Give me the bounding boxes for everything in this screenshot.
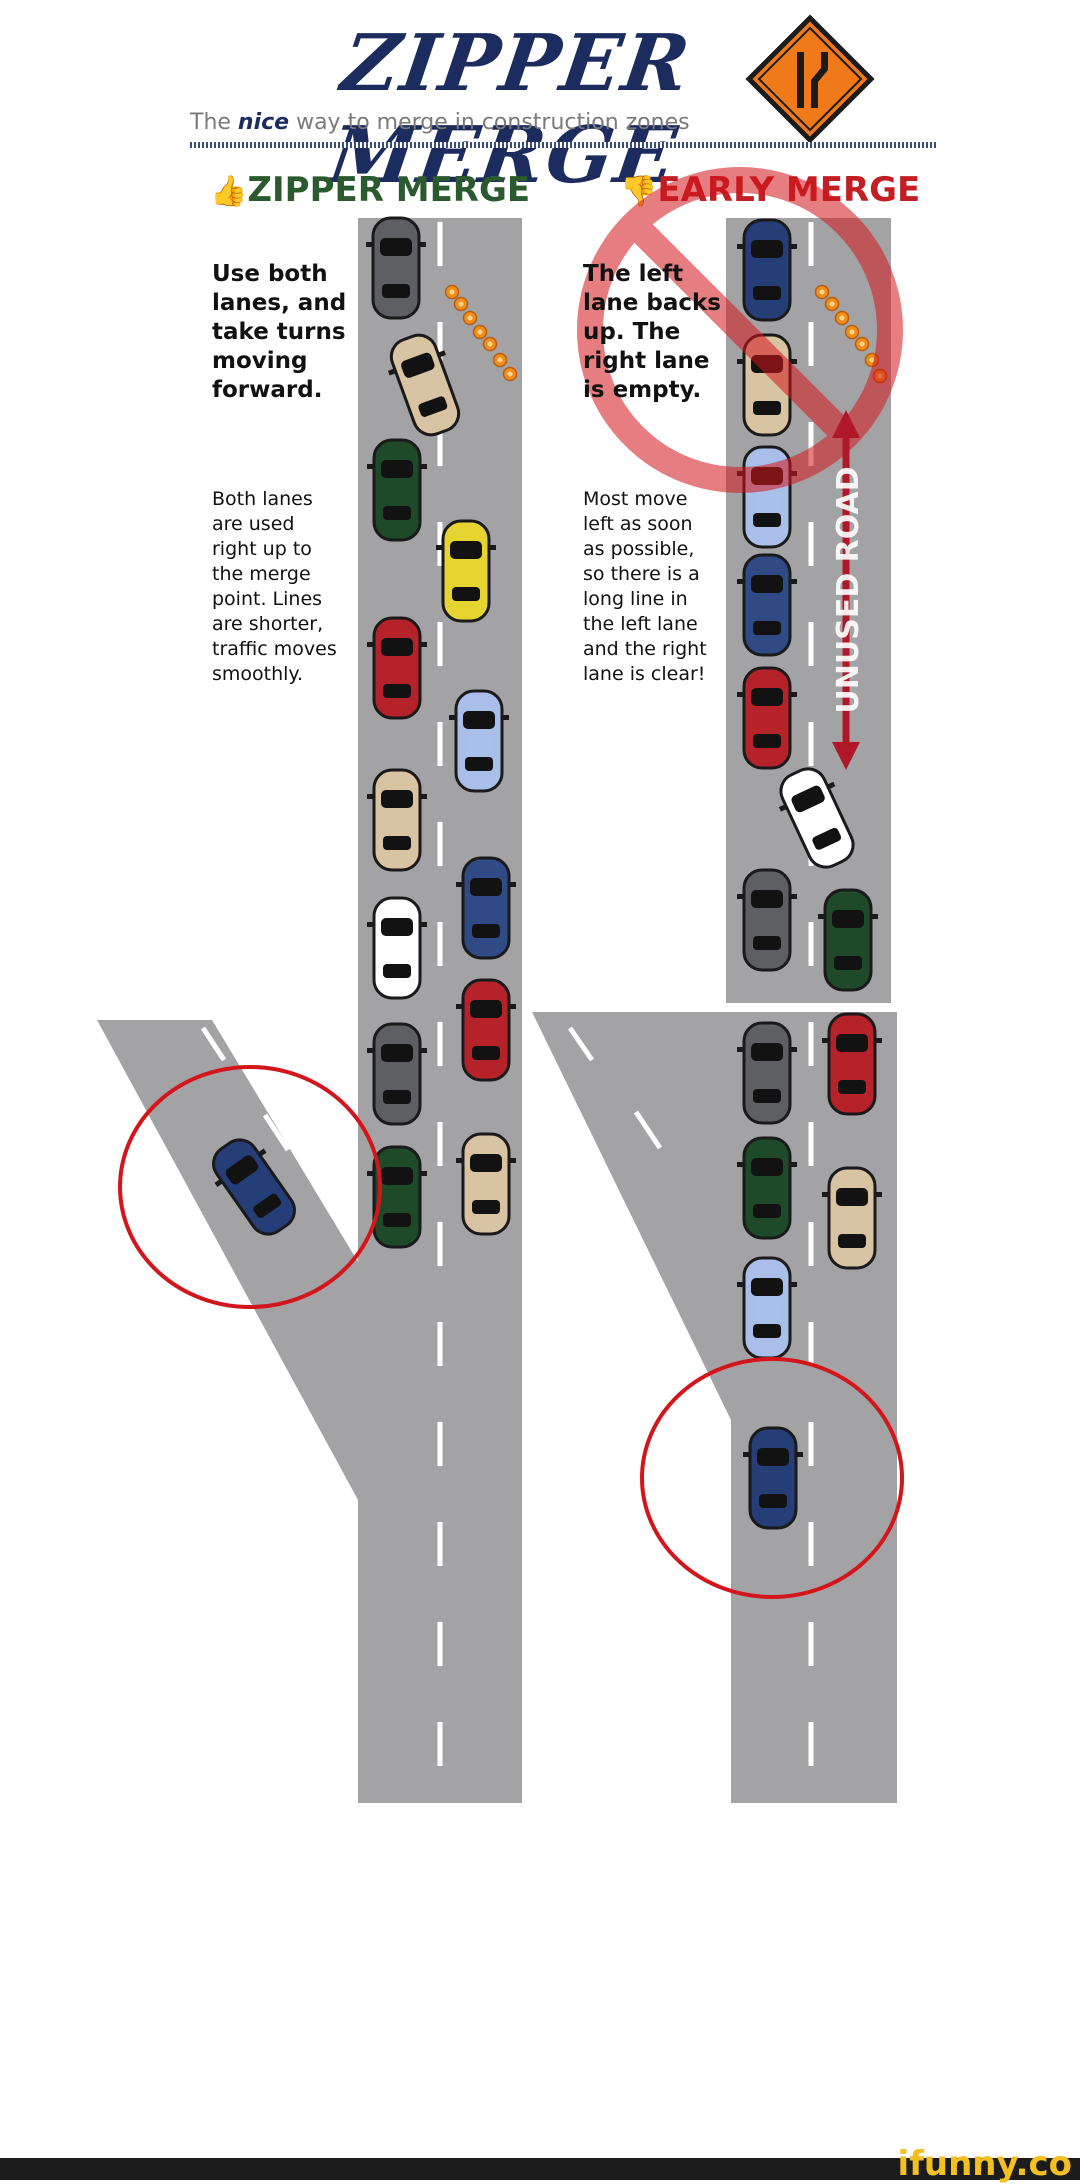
unused-road-label: UNUSED ROAD: [831, 466, 866, 713]
early-car-11: [822, 1166, 882, 1270]
zipper-merge-heading: 👍ZIPPER MERGE: [210, 170, 531, 210]
early-car-10: [737, 1136, 797, 1240]
early-car-5: [778, 767, 855, 869]
lone-car-highlight-circle: [640, 1357, 904, 1599]
early-ramp-lines: [567, 1026, 663, 1150]
zipper-car-12: [367, 1145, 427, 1249]
zipper-lane-divider: [437, 222, 443, 1766]
zipper-car-11: [456, 1132, 516, 1236]
zipper-car-6: [367, 768, 427, 872]
early-car-6: [737, 868, 797, 972]
zipper-cars: [212, 216, 516, 1249]
early-lane-divider: [808, 222, 814, 1766]
merging-car-highlight-circle: [118, 1065, 382, 1309]
early-car-3: [737, 553, 797, 657]
early-car-8: [737, 1021, 797, 1125]
unused-road-arrow: UNUSED ROAD: [831, 410, 866, 770]
header-divider: [190, 142, 938, 148]
early-car-13: [743, 1426, 803, 1530]
zipper-ramp-lines: [200, 1026, 291, 1152]
early-car-4: [737, 666, 797, 770]
ifunny-watermark: ifunny.co: [897, 2144, 1072, 2184]
zipper-traffic-cones: [444, 284, 518, 382]
early-car-12: [737, 1256, 797, 1360]
prohibition-icon: [577, 167, 903, 493]
early-car-9: [822, 1012, 882, 1116]
zipper-road: [97, 218, 522, 1803]
zipper-car-9: [456, 978, 516, 1082]
subtitle: The nice way to merge in construction zo…: [190, 110, 690, 135]
zipper-car-7: [456, 856, 516, 960]
lane-ends-sign-icon: [745, 14, 875, 144]
early-car-7: [818, 888, 878, 992]
thumbs-up-icon: 👍: [210, 174, 248, 209]
zipper-car-8: [367, 896, 427, 1000]
footer-bar: [0, 2158, 1080, 2180]
zipper-car-1: [387, 333, 461, 437]
zipper-car-4: [367, 616, 427, 720]
early-car-0: [737, 218, 797, 322]
zipper-car-13: [212, 1138, 296, 1236]
zipper-car-2: [367, 438, 427, 542]
zipper-car-0: [366, 216, 426, 320]
zipper-car-10: [367, 1022, 427, 1126]
zipper-car-3: [436, 519, 496, 623]
zipper-car-5: [449, 689, 509, 793]
